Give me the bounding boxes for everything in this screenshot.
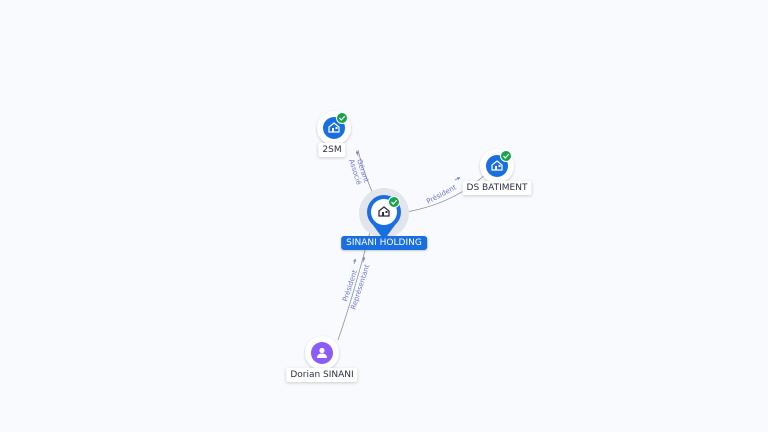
node-sinani-holding[interactable]: [359, 188, 409, 240]
node-label-sinani-holding: SINANI HOLDING: [341, 236, 427, 250]
node-dorian-sinani[interactable]: [305, 336, 339, 370]
building-icon: [378, 206, 390, 217]
building-icon: [491, 160, 503, 171]
node-label-ds-batiment: DS BATIMENT: [462, 181, 532, 195]
node-label-dorian-sinani: Dorian SINANI: [286, 368, 358, 382]
node-ds-batiment[interactable]: [480, 149, 514, 183]
verified-check-icon: [336, 112, 348, 124]
verified-check-icon: [388, 196, 400, 208]
node-2sm[interactable]: [317, 111, 351, 145]
node-label-2sm: 2SM: [318, 143, 346, 157]
person-icon: [317, 347, 327, 358]
verified-check-icon: [500, 150, 512, 162]
building-icon: [328, 122, 340, 133]
